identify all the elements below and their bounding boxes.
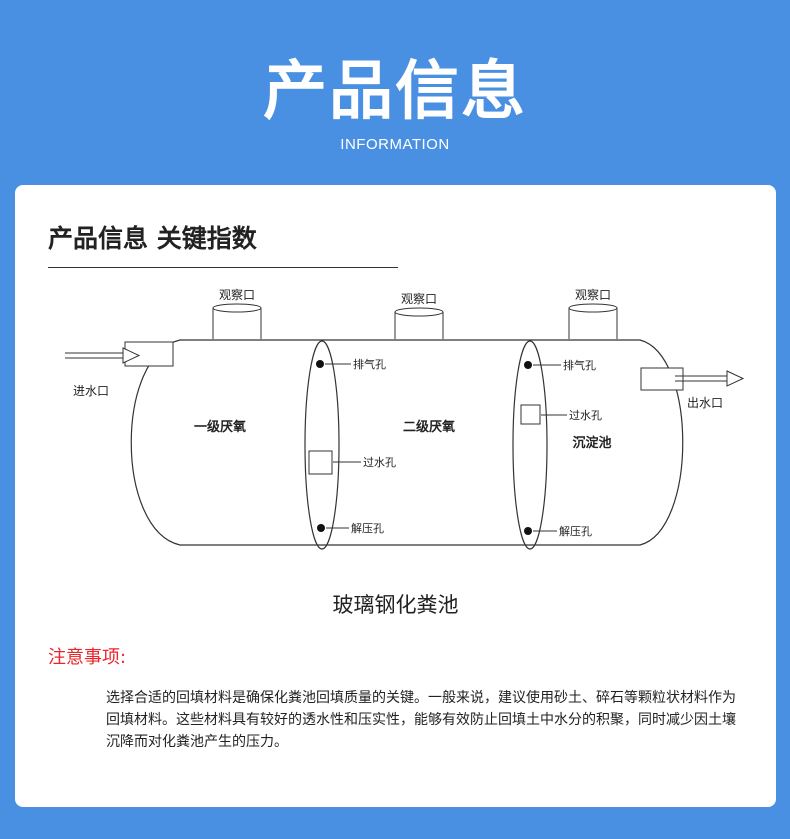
water-hole-1 bbox=[308, 450, 333, 475]
hero-subtitle: INFORMATION bbox=[340, 136, 450, 153]
label-water-hole-1: 过水孔 bbox=[363, 456, 396, 469]
observation-port-1 bbox=[212, 303, 262, 339]
label-vent-2: 排气孔 bbox=[563, 358, 596, 372]
partition-1 bbox=[304, 340, 340, 550]
septic-tank-diagram: 观察口 观察口 观察口 进水口 出水口 排气孔 排气孔 过水孔 过水孔 解压孔 … bbox=[65, 288, 745, 550]
label-observation-1: 观察口 bbox=[219, 288, 255, 302]
vent-dot-1 bbox=[316, 360, 324, 368]
label-relief-2: 解压孔 bbox=[559, 524, 592, 538]
label-observation-2: 观察口 bbox=[401, 292, 437, 306]
label-vent-1: 排气孔 bbox=[353, 357, 386, 371]
inlet-pipe bbox=[65, 341, 174, 367]
label-water-hole-2: 过水孔 bbox=[569, 409, 602, 422]
section-title: 产品信息 关键指数 bbox=[48, 224, 257, 253]
outlet-pipe bbox=[640, 367, 745, 391]
notice-body: 选择合适的回填材料是确保化粪池回填质量的关键。一般来说，建议使用砂土、碎石等颗粒… bbox=[106, 690, 736, 750]
relief-dot-2 bbox=[524, 527, 532, 535]
label-chamber-3: 沉淀池 bbox=[572, 435, 611, 451]
content-card: 产品信息 关键指数 bbox=[15, 185, 776, 807]
hero-title: 产品信息 bbox=[263, 55, 527, 129]
label-chamber-2: 二级厌氧 bbox=[403, 419, 455, 435]
label-outlet: 出水口 bbox=[687, 396, 723, 410]
label-chamber-1: 一级厌氧 bbox=[194, 419, 246, 435]
observation-port-2 bbox=[394, 307, 444, 339]
vent-dot-2 bbox=[524, 361, 532, 369]
label-relief-1: 解压孔 bbox=[351, 521, 384, 535]
water-hole-2 bbox=[520, 404, 541, 425]
diagram-caption: 玻璃钢化粪池 bbox=[332, 593, 459, 617]
relief-dot-1 bbox=[317, 524, 325, 532]
partition-2 bbox=[512, 340, 548, 550]
label-inlet: 进水口 bbox=[73, 384, 109, 398]
section-divider bbox=[48, 267, 398, 268]
notice-title: 注意事项: bbox=[48, 647, 127, 668]
label-observation-3: 观察口 bbox=[575, 288, 611, 302]
observation-port-3 bbox=[568, 303, 618, 339]
